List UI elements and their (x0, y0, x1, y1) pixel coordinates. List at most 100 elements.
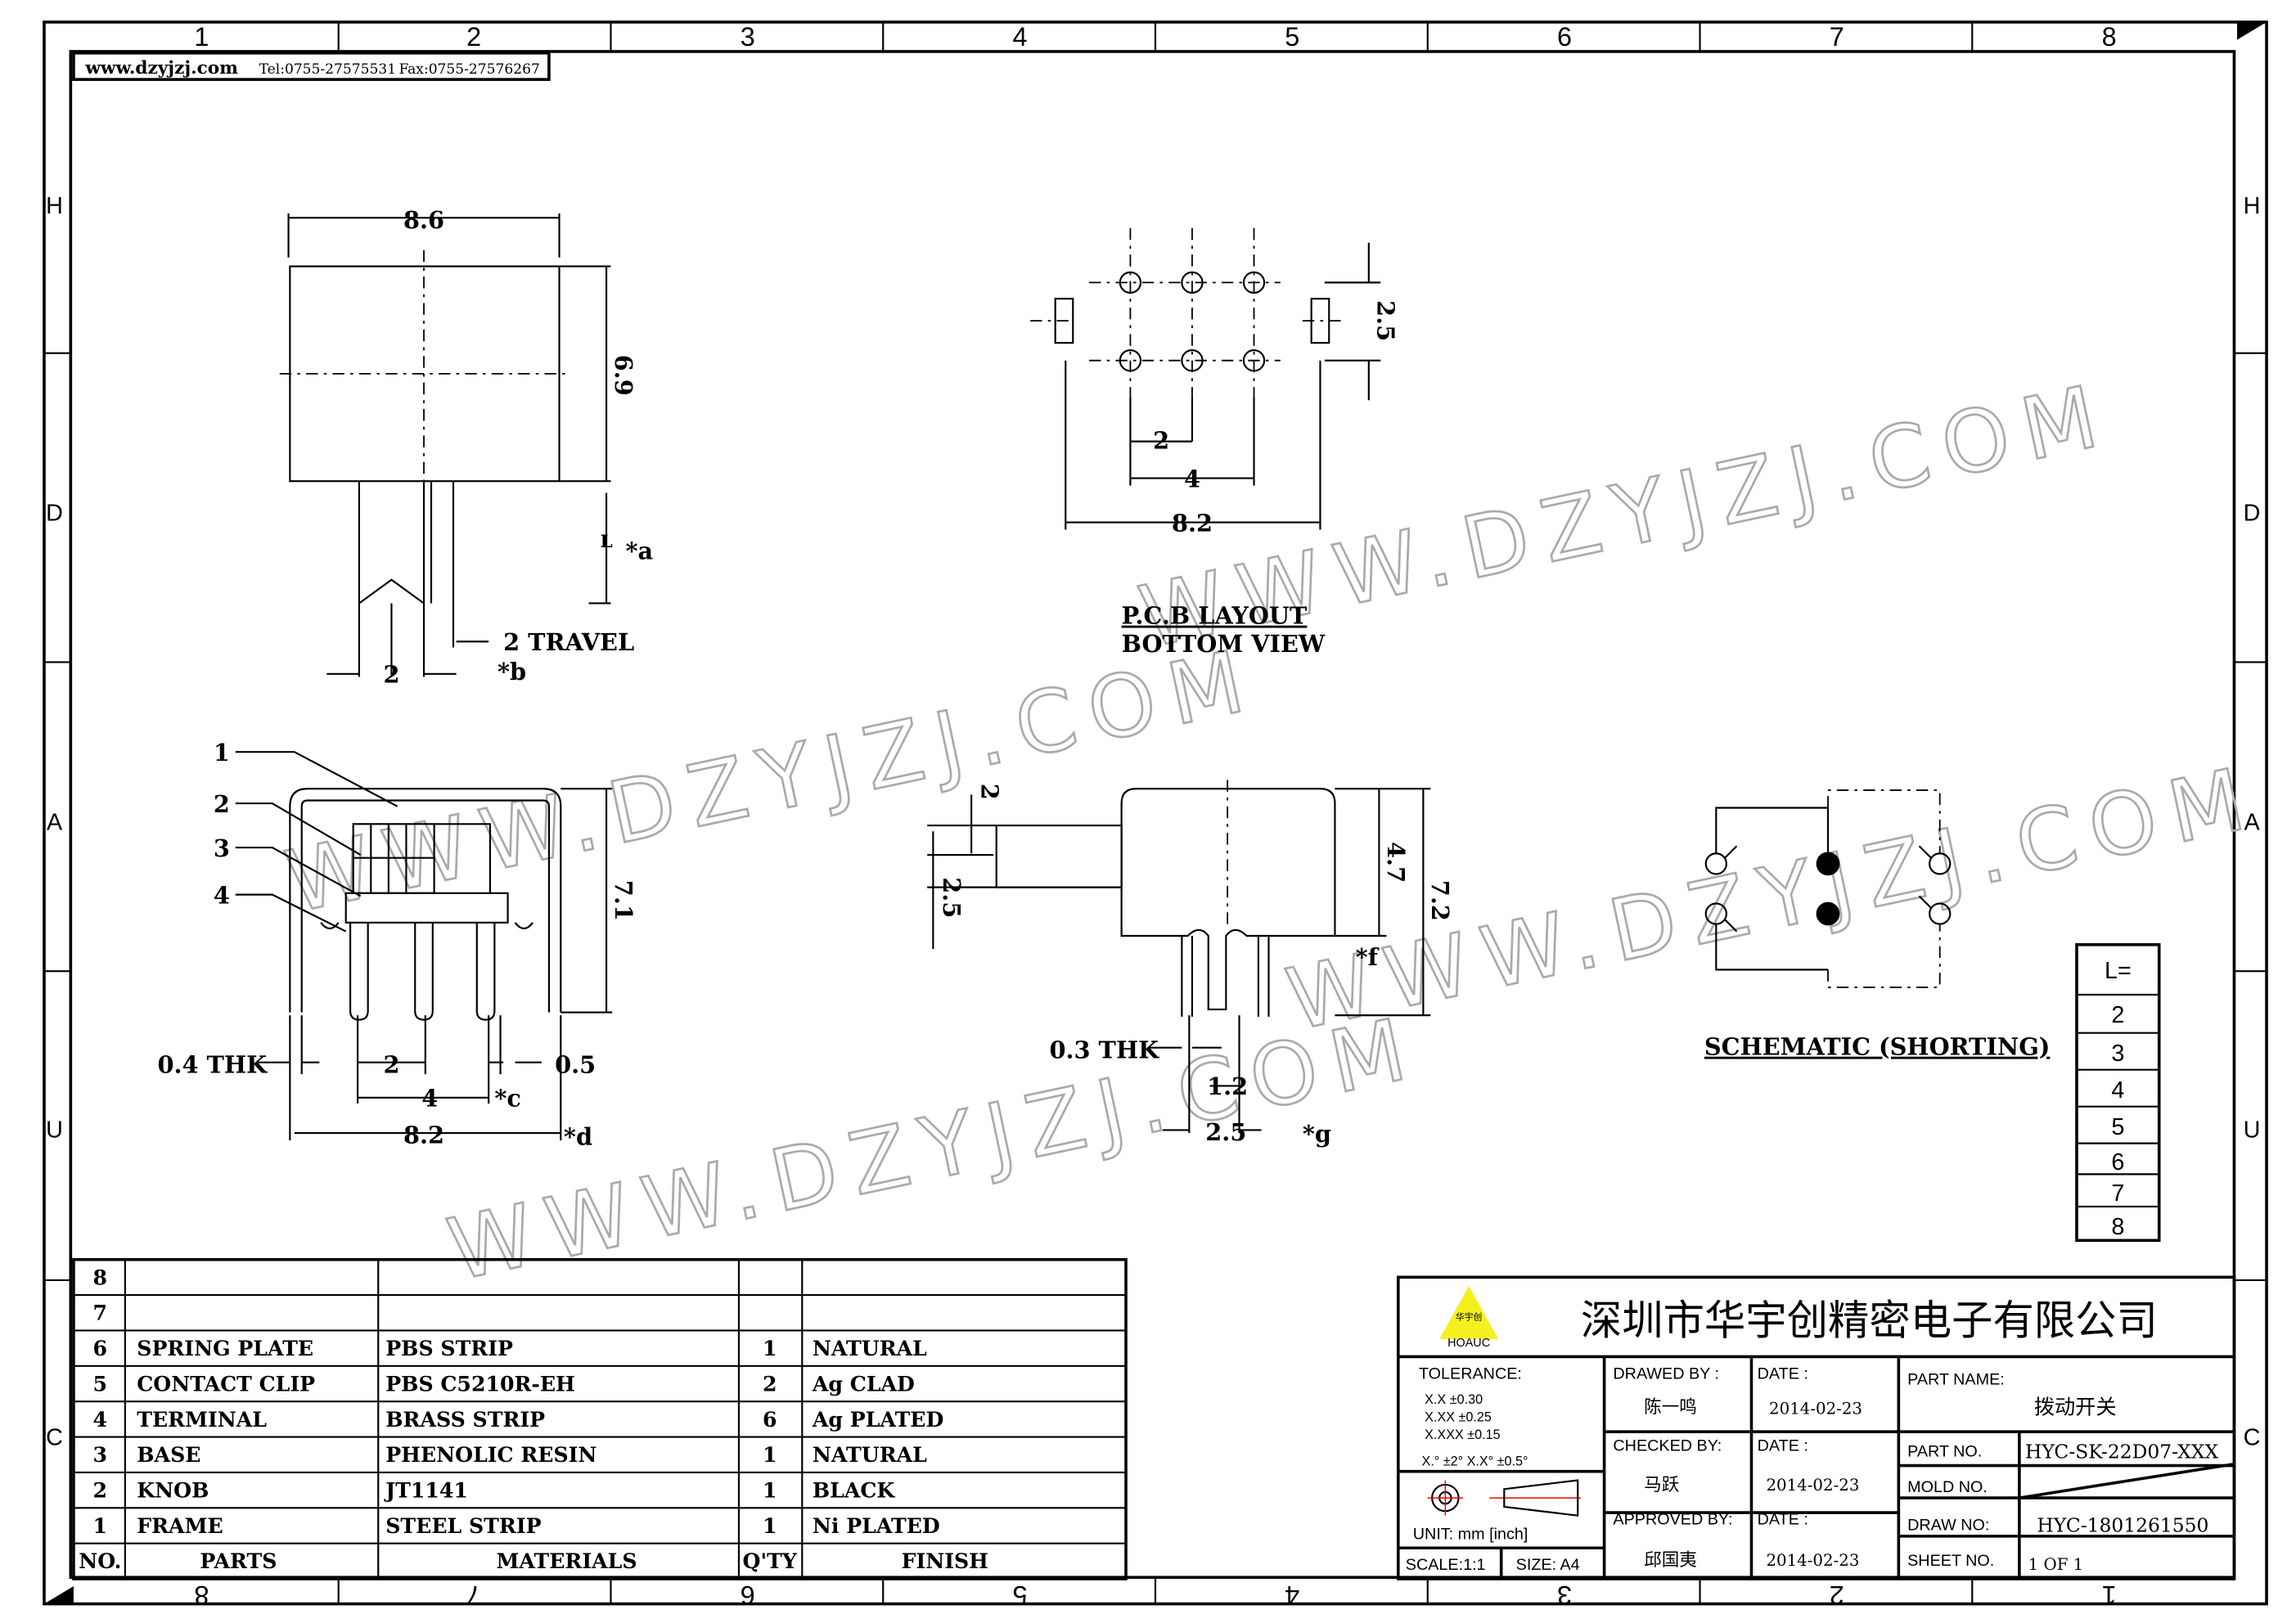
part-name: 拨动开关 (2034, 1396, 2117, 1419)
scale-text: SCALE:1:1 (1406, 1556, 1486, 1574)
grid-row: H (2244, 193, 2261, 219)
drawed-by: 陈一鸣 (1644, 1396, 1697, 1417)
cell-material: PBS C5210R-EH (385, 1371, 575, 1396)
unit-text: UNIT: mm [inch] (1413, 1525, 1528, 1543)
tolerance-value: X.XXX ±0.15 (1425, 1427, 1500, 1442)
cell-finish: NATURAL (813, 1442, 927, 1467)
company-logo: 华宇创 HOAUC (1439, 1286, 1499, 1350)
cell-qty: 6 (763, 1407, 777, 1432)
svg-text:HOAUC: HOAUC (1447, 1337, 1490, 1350)
callout-4: 4 (214, 881, 230, 909)
callout-3: 3 (214, 834, 230, 862)
grid-col: 3 (741, 22, 755, 52)
cell-no: 8 (93, 1265, 108, 1289)
grid-row: A (47, 809, 63, 835)
part-no: HYC-SK-22D07-XXX (2025, 1441, 2218, 1463)
sheet-no: 1 OF 1 (2028, 1555, 2084, 1574)
note-g: *g (1303, 1120, 1331, 1148)
l-value: 4 (2111, 1077, 2124, 1104)
date-label: DATE : (1758, 1364, 1808, 1382)
grid-column-labels-bottom: 8 7 6 5 4 3 2 1 (194, 1580, 2116, 1610)
cell-finish: Ag PLATED (812, 1407, 943, 1432)
cell-material: JT1141 (384, 1478, 468, 1503)
l-value: 5 (2111, 1114, 2124, 1140)
table-header: NO. (79, 1549, 121, 1573)
grid-row: A (2244, 809, 2260, 835)
cell-no: 1 (93, 1513, 108, 1538)
dim-thk: 0.4 THK (157, 1050, 268, 1078)
cell-part: KNOB (137, 1478, 209, 1503)
draw-no: HYC-1801261550 (2037, 1513, 2208, 1536)
cell-qty: 1 (763, 1478, 777, 1503)
note-a: *a (625, 537, 653, 565)
sheet-no-label: SHEET NO. (1907, 1552, 1994, 1570)
dim-width: 8.6 (403, 206, 444, 234)
view-subtitle: BOTTOM VIEW (1122, 630, 1326, 658)
cell-part: CONTACT CLIP (137, 1371, 315, 1396)
grid-col: 7 (466, 1580, 481, 1610)
title-block: 华宇创 HOAUC 深圳市华宇创精密电子有限公司 TOLERANCE: X.X … (1396, 1275, 2236, 1580)
grid-col: 8 (2102, 22, 2117, 52)
note-c: *c (494, 1085, 521, 1113)
cell-material: STEEL STRIP (385, 1513, 541, 1538)
cell-no: 7 (93, 1301, 108, 1325)
table-header: FINISH (902, 1549, 988, 1573)
date-drawn: 2014-02-23 (1769, 1400, 1862, 1418)
date-label: DATE : (1758, 1510, 1808, 1528)
view-title: P.C.B LAYOUT (1122, 602, 1308, 630)
dim-pitch: 2 (1153, 427, 1169, 455)
cell-no: 5 (93, 1371, 108, 1396)
view-title: SCHEMATIC (SHORTING) (1704, 1033, 2050, 1061)
watermark: WWW.DZYJZJ.COM WWW.DZYJZJ.COM WWW.DZYJZJ… (277, 363, 2268, 1302)
fax-text: Fax:0755-27576267 (398, 61, 539, 78)
pcb-layout-view: 2 4 8.2 2.5 P.C.B LAYOUT BOTTOM VIEW (1030, 227, 1400, 658)
approved-by: 邱国夷 (1644, 1549, 1697, 1570)
grid-col: 8 (194, 1580, 209, 1610)
note-b: *b (497, 658, 526, 686)
cell-material: PHENOLIC RESIN (385, 1442, 597, 1467)
cell-material: PBS STRIP (385, 1336, 513, 1360)
cell-part: TERMINAL (137, 1407, 267, 1432)
l-table-header: L= (2105, 958, 2132, 984)
schematic-view: SCHEMATIC (SHORTING) (1704, 789, 2050, 1061)
cell-qty: 1 (763, 1336, 777, 1360)
dim-l: L (600, 532, 612, 552)
l-value: 3 (2111, 1041, 2124, 1067)
date-checked: 2014-02-23 (1766, 1476, 1859, 1495)
grid-col: 4 (1285, 1580, 1299, 1610)
l-value: 6 (2111, 1149, 2124, 1176)
cell-material: BRASS STRIP (385, 1407, 545, 1432)
note-d: *d (564, 1122, 592, 1150)
dim-width: 2.5 (1205, 1118, 1246, 1146)
note-f: *f (1356, 943, 1380, 971)
dim-knob-offset: 2 (976, 784, 1004, 800)
dim-body-height: 4.7 (1382, 842, 1410, 883)
dim-overall: 8.2 (1172, 509, 1213, 537)
grid-col: 6 (741, 1580, 755, 1610)
date-approved: 2014-02-23 (1766, 1551, 1859, 1570)
cell-finish: BLACK (813, 1478, 896, 1503)
top-view: 8.6 6.9 L *a 2 TRAVEL 2 *b (279, 206, 653, 689)
contact-closed-icon (1816, 901, 1840, 926)
side-view: 2 2.5 4.7 7.2 *f 0.3 THK 1.2 2.5 *g (927, 780, 1454, 1148)
grid-row: U (2244, 1117, 2261, 1143)
grid-col: 1 (194, 22, 209, 52)
grid-col: 4 (1013, 22, 1028, 52)
drawed-by-label: DRAWED BY : (1613, 1364, 1719, 1382)
dim-pitch: 2 (383, 1050, 399, 1078)
tel-text: Tel:0755-27575531 (259, 61, 397, 78)
dim-thk: 0.3 THK (1049, 1036, 1159, 1063)
checked-by-label: CHECKED BY: (1613, 1437, 1722, 1455)
grid-row: D (2244, 501, 2261, 527)
part-name-label: PART NAME: (1907, 1371, 2005, 1389)
table-header: MATERIALS (496, 1549, 637, 1573)
table-header: PARTS (200, 1549, 277, 1573)
table-row: 8 (93, 1265, 108, 1289)
dim-height: 7.1 (610, 880, 637, 921)
cell-qty: 1 (763, 1513, 777, 1538)
approved-by-label: APPROVED BY: (1613, 1510, 1732, 1528)
